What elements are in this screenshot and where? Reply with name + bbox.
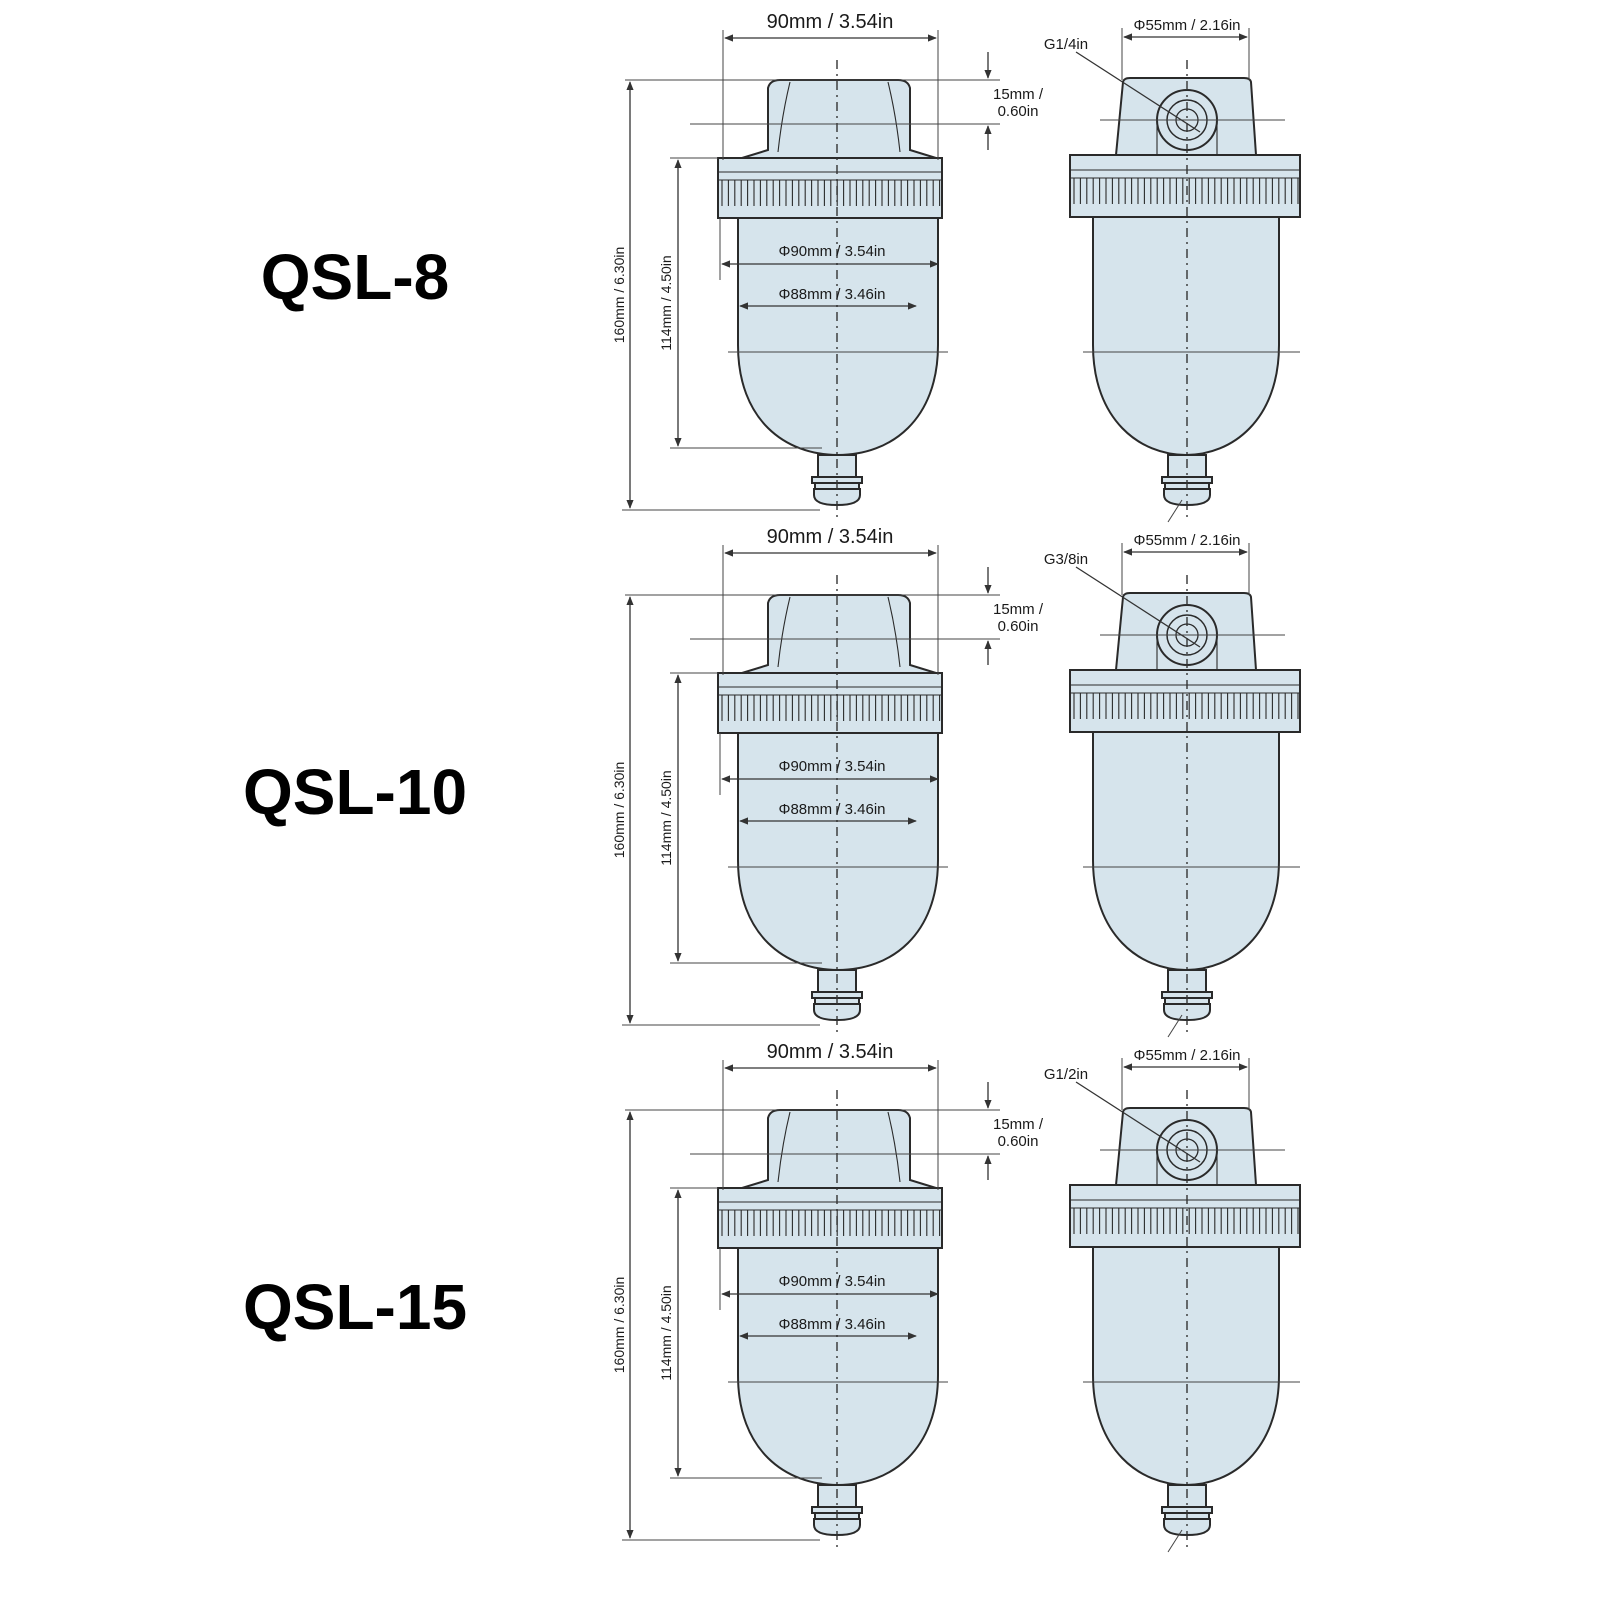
port-size-label: G1/4in	[1044, 36, 1088, 53]
dim-outer-diameter: Φ90mm / 3.54in	[778, 243, 885, 260]
side-knurled-ring	[1069, 154, 1301, 218]
dim-total-height: 160mm / 6.30in	[611, 1277, 627, 1374]
model-label-qsl-15: QSL-15	[242, 1271, 468, 1343]
dim-top-width: 90mm / 3.54in	[767, 1041, 894, 1063]
dim-bowl-height: 114mm / 4.50in	[658, 255, 674, 350]
dim-total-height: 160mm / 6.30in	[611, 762, 627, 859]
knurled-ring	[717, 672, 943, 734]
side-bowl-outline	[1092, 729, 1280, 972]
dim-inner-diameter: Φ88mm / 3.46in	[778, 286, 885, 303]
dim-cap-height-line1: 15mm /	[993, 601, 1044, 618]
dim-total-height: 160mm / 6.30in	[611, 247, 627, 344]
dim-inner-diameter: Φ88mm / 3.46in	[778, 1316, 885, 1333]
drawing-row-2: 90mm / 3.54in 15mm / 0.60in 160mm / 6.30…	[611, 526, 1301, 1038]
port-size-label: G3/8in	[1044, 551, 1088, 568]
front-view: 90mm / 3.54in 15mm / 0.60in 160mm / 6.30…	[611, 526, 1044, 1035]
dim-top-width: 90mm / 3.54in	[767, 526, 894, 548]
model-label-qsl-8: QSL-8	[260, 241, 450, 313]
dim-outer-diameter: Φ90mm / 3.54in	[778, 758, 885, 775]
dim-cap-height-line1: 15mm /	[993, 1116, 1044, 1133]
drawing-row-1: 90mm / 3.54in 15mm / 0.60in 160mm / 6.30…	[611, 11, 1301, 523]
side-knurled-ring	[1069, 1184, 1301, 1248]
side-knurled-ring	[1069, 669, 1301, 733]
dim-cap-height-line2: 0.60in	[998, 103, 1039, 120]
dim-cap-height-line2: 0.60in	[998, 618, 1039, 635]
dim-cap-height-line2: 0.60in	[998, 1133, 1039, 1150]
dim-cap-height-line1: 15mm /	[993, 86, 1044, 103]
front-view: 90mm / 3.54in 15mm / 0.60in 160mm / 6.30…	[611, 1041, 1044, 1550]
cap-outline	[741, 594, 937, 674]
cap-outline	[741, 1109, 937, 1189]
dim-side-diameter: Φ55mm / 2.16in	[1133, 17, 1240, 34]
knurled-ring	[717, 1187, 943, 1249]
dim-outer-diameter: Φ90mm / 3.54in	[778, 1273, 885, 1290]
dim-inner-diameter: Φ88mm / 3.46in	[778, 801, 885, 818]
front-view: 90mm / 3.54in 15mm / 0.60in 160mm / 6.30…	[611, 11, 1044, 520]
dim-bowl-height: 114mm / 4.50in	[658, 770, 674, 865]
side-view: Φ55mm / 2.16in G3/8in	[1044, 532, 1301, 1038]
side-view: Φ55mm / 2.16in G1/2in	[1044, 1047, 1301, 1553]
cap-outline	[741, 79, 937, 159]
side-bowl-outline	[1092, 1244, 1280, 1487]
dim-side-diameter: Φ55mm / 2.16in	[1133, 532, 1240, 549]
dim-top-width: 90mm / 3.54in	[767, 11, 894, 33]
side-view: Φ55mm / 2.16in G1/4in	[1044, 17, 1301, 523]
knurled-ring	[717, 157, 943, 219]
port-size-label: G1/2in	[1044, 1066, 1088, 1083]
model-label-qsl-10: QSL-10	[242, 756, 468, 828]
drawing-row-3: 90mm / 3.54in 15mm / 0.60in 160mm / 6.30…	[611, 1041, 1301, 1553]
dim-bowl-height: 114mm / 4.50in	[658, 1285, 674, 1380]
dim-side-diameter: Φ55mm / 2.16in	[1133, 1047, 1240, 1064]
side-bowl-outline	[1092, 214, 1280, 457]
